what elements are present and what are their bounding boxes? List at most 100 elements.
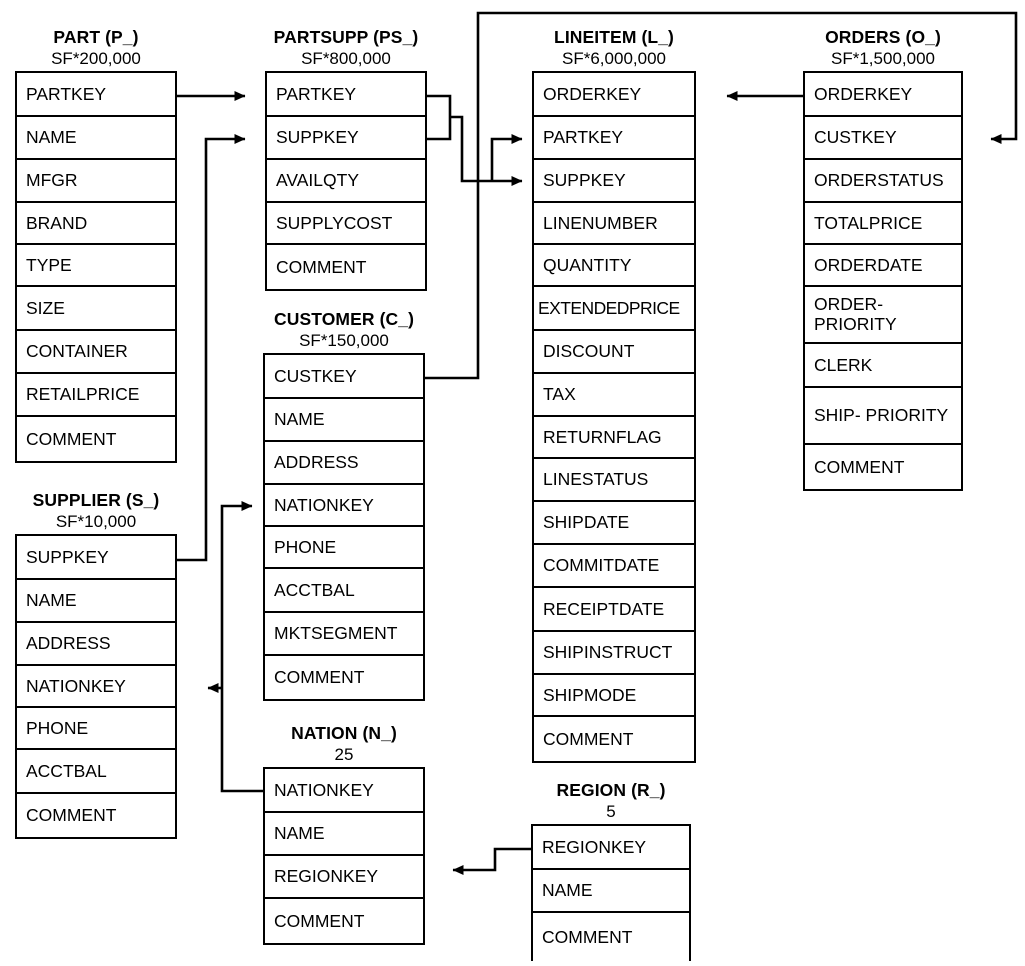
field-lineitem-tax: TAX — [534, 374, 694, 418]
field-supplier-address: ADDRESS — [17, 623, 175, 667]
field-customer-phone: PHONE — [265, 527, 423, 570]
entity-nation-title: NATION (N_) — [291, 723, 397, 743]
field-customer-comment: COMMENT — [265, 656, 423, 700]
field-customer-nationkey: NATIONKEY — [265, 485, 423, 528]
field-partsupp-supplycost: SUPPLYCOST — [267, 203, 425, 246]
field-customer-name: NAME — [265, 399, 423, 443]
field-part-type: TYPE — [17, 245, 175, 288]
entity-part-fields: PARTKEY NAME MFGR BRAND TYPE SIZE CONTAI… — [15, 71, 177, 464]
field-customer-address: ADDRESS — [265, 442, 423, 486]
entity-lineitem-title: LINEITEM (L_) — [554, 27, 674, 47]
entity-supplier-title: SUPPLIER (S_) — [32, 490, 160, 510]
field-nation-comment: COMMENT — [265, 899, 423, 944]
entity-orders[interactable]: ORDERS (O_) SF*1,500,000 ORDERKEY CUSTKE… — [803, 27, 963, 492]
entity-supplier-cardinality: SF*10,000 — [55, 511, 137, 531]
field-part-comment: COMMENT — [17, 417, 175, 462]
entity-part-title: PART (P_) — [53, 27, 139, 47]
wire-partsupp-bracket — [427, 94, 452, 141]
entity-lineitem-fields: ORDERKEY PARTKEY SUPPKEY LINENUMBER QUAN… — [532, 71, 696, 764]
field-orders-comment: COMMENT — [805, 445, 961, 490]
field-orders-orderkey: ORDERKEY — [805, 73, 961, 118]
field-lineitem-orderkey: ORDERKEY — [534, 73, 694, 118]
field-supplier-nationkey: NATIONKEY — [17, 666, 175, 709]
field-orders-orderpriority: ORDER- PRIORITY — [805, 287, 961, 345]
field-lineitem-partkey: PARTKEY — [534, 117, 694, 161]
field-orders-custkey: CUSTKEY — [805, 117, 961, 161]
field-supplier-acctbal: ACCTBAL — [17, 750, 175, 795]
entity-lineitem[interactable]: LINEITEM (L_) SF*6,000,000 ORDERKEY PART… — [532, 27, 696, 764]
wire-partsupp-to-lineitem-partkey — [490, 134, 523, 181]
field-lineitem-discount: DISCOUNT — [534, 331, 694, 375]
entity-partsupp-cardinality: SF*800,000 — [301, 48, 391, 68]
field-region-name: NAME — [533, 870, 689, 914]
entity-customer-fields: CUSTKEY NAME ADDRESS NATIONKEY PHONE ACC… — [263, 353, 425, 702]
field-supplier-name: NAME — [17, 580, 175, 624]
field-lineitem-suppkey: SUPPKEY — [534, 160, 694, 204]
field-supplier-phone: PHONE — [17, 708, 175, 751]
entity-part-cardinality: SF*200,000 — [51, 48, 141, 68]
field-orders-orderstatus: ORDERSTATUS — [805, 160, 961, 204]
entity-lineitem-cardinality: SF*6,000,000 — [562, 48, 666, 68]
field-lineitem-linestatus: LINESTATUS — [534, 459, 694, 503]
entity-customer[interactable]: CUSTOMER (C_) SF*150,000 CUSTKEY NAME AD… — [263, 309, 425, 702]
entity-region-title: REGION (R_) — [556, 780, 666, 800]
entity-supplier-fields: SUPPKEY NAME ADDRESS NATIONKEY PHONE ACC… — [15, 534, 177, 840]
field-supplier-comment: COMMENT — [17, 794, 175, 838]
field-lineitem-extendedprice: EXTENDEDPRICE — [534, 287, 694, 332]
field-part-retailprice: RETAILPRICE — [17, 374, 175, 418]
field-part-name: NAME — [17, 117, 175, 161]
field-lineitem-quantity: QUANTITY — [534, 245, 694, 288]
entity-orders-title: ORDERS (O_) — [825, 27, 941, 47]
wire-supplier-to-partsupp — [177, 134, 246, 562]
field-lineitem-commitdate: COMMITDATE — [534, 545, 694, 589]
entity-region-fields: REGIONKEY NAME COMMENT — [531, 824, 691, 962]
field-orders-shippriority: SHIP- PRIORITY — [805, 388, 961, 446]
field-nation-name: NAME — [265, 813, 423, 857]
field-region-regionkey: REGIONKEY — [533, 826, 689, 871]
field-lineitem-shipdate: SHIPDATE — [534, 502, 694, 546]
entity-orders-fields: ORDERKEY CUSTKEY ORDERSTATUS TOTALPRICE … — [803, 71, 963, 492]
entity-customer-title: CUSTOMER (C_) — [273, 309, 414, 329]
field-orders-totalprice: TOTALPRICE — [805, 203, 961, 246]
wire-region-to-nation — [452, 847, 531, 875]
field-lineitem-returnflag: RETURNFLAG — [534, 417, 694, 460]
field-partsupp-partkey: PARTKEY — [267, 73, 425, 118]
field-lineitem-shipinstruct: SHIPINSTRUCT — [534, 632, 694, 676]
field-lineitem-shipmode: SHIPMODE — [534, 675, 694, 718]
entity-region[interactable]: REGION (R_) 5 REGIONKEY NAME COMMENT — [531, 780, 691, 962]
entity-supplier[interactable]: SUPPLIER (S_) SF*10,000 SUPPKEY NAME ADD… — [15, 490, 177, 840]
entity-partsupp-title: PARTSUPP (PS_) — [273, 27, 419, 47]
wire-customer-to-orders — [425, 11, 1018, 380]
field-part-brand: BRAND — [17, 203, 175, 246]
field-part-size: SIZE — [17, 287, 175, 332]
entity-partsupp[interactable]: PARTSUPP (PS_) SF*800,000 PARTKEY SUPPKE… — [265, 27, 427, 292]
field-nation-nationkey: NATIONKEY — [265, 769, 423, 814]
field-lineitem-receiptdate: RECEIPTDATE — [534, 588, 694, 633]
field-nation-regionkey: REGIONKEY — [265, 856, 423, 900]
field-partsupp-availqty: AVAILQTY — [267, 160, 425, 204]
field-part-mfgr: MFGR — [17, 160, 175, 204]
field-orders-clerk: CLERK — [805, 344, 961, 389]
field-partsupp-suppkey: SUPPKEY — [267, 117, 425, 161]
field-customer-mktsegment: MKTSEGMENT — [265, 613, 423, 657]
entity-partsupp-fields: PARTKEY SUPPKEY AVAILQTY SUPPLYCOST COMM… — [265, 71, 427, 292]
entity-customer-cardinality: SF*150,000 — [299, 330, 389, 350]
entity-nation-cardinality: 25 — [334, 744, 354, 764]
wire-nation-to-customer — [220, 501, 263, 793]
field-supplier-suppkey: SUPPKEY — [17, 536, 175, 581]
field-part-container: CONTAINER — [17, 331, 175, 375]
field-orders-orderdate: ORDERDATE — [805, 245, 961, 288]
field-customer-acctbal: ACCTBAL — [265, 569, 423, 614]
field-region-comment: COMMENT — [533, 913, 689, 962]
wire-partsupp-stem — [450, 115, 492, 183]
field-partsupp-comment: COMMENT — [267, 245, 425, 290]
field-part-partkey: PARTKEY — [17, 73, 175, 118]
entity-region-cardinality: 5 — [606, 801, 616, 821]
field-lineitem-comment: COMMENT — [534, 717, 694, 762]
entity-part[interactable]: PART (P_) SF*200,000 PARTKEY NAME MFGR B… — [15, 27, 177, 464]
entity-nation-fields: NATIONKEY NAME REGIONKEY COMMENT — [263, 767, 425, 946]
entity-orders-cardinality: SF*1,500,000 — [831, 48, 935, 68]
entity-nation[interactable]: NATION (N_) 25 NATIONKEY NAME REGIONKEY … — [263, 723, 425, 946]
